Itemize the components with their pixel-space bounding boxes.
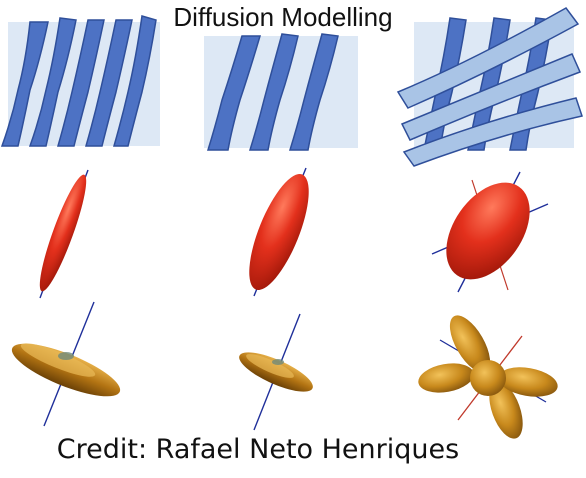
fiber-strand — [85, 19, 133, 147]
odf-lobe — [449, 315, 491, 373]
tensor-ellipsoid — [446, 182, 530, 280]
fiber-strand — [57, 19, 105, 147]
crossing-fiber-strand — [400, 53, 582, 141]
fiber-panel-sparse — [204, 33, 358, 151]
fiber-panel-crossing — [396, 7, 583, 167]
crossing-fiber-strand — [396, 7, 580, 109]
tensor-dense — [39, 169, 89, 299]
odf-disc-top — [246, 354, 294, 378]
odf-lobe — [498, 367, 558, 397]
fiber-strand — [248, 33, 299, 151]
fiber-strand — [288, 33, 339, 151]
odf-center — [272, 359, 284, 365]
odf-crossing — [418, 315, 558, 439]
odf-lobe — [489, 381, 523, 439]
fiber-strand — [0, 21, 49, 147]
odf-sparse — [239, 313, 313, 431]
odf-dense — [11, 301, 121, 427]
tensor-crossing — [431, 171, 549, 293]
odf-center — [58, 352, 74, 360]
fiber-strand — [113, 15, 157, 147]
fiber-strand — [206, 35, 262, 151]
tensor-ellipsoid — [249, 174, 309, 290]
crossing-fiber-strand — [402, 97, 583, 167]
odf-lobe — [418, 363, 474, 393]
figure-title: Diffusion Modelling — [173, 2, 392, 32]
odf-disc-top — [20, 343, 96, 377]
credit-line: Credit: Rafael Neto Henriques — [57, 434, 459, 465]
fiber-panel-dense — [0, 15, 160, 147]
tensor-sparse — [249, 167, 309, 297]
fiber-strand — [28, 17, 77, 147]
odf-core — [470, 360, 506, 396]
tensor-ellipsoid — [39, 174, 87, 292]
